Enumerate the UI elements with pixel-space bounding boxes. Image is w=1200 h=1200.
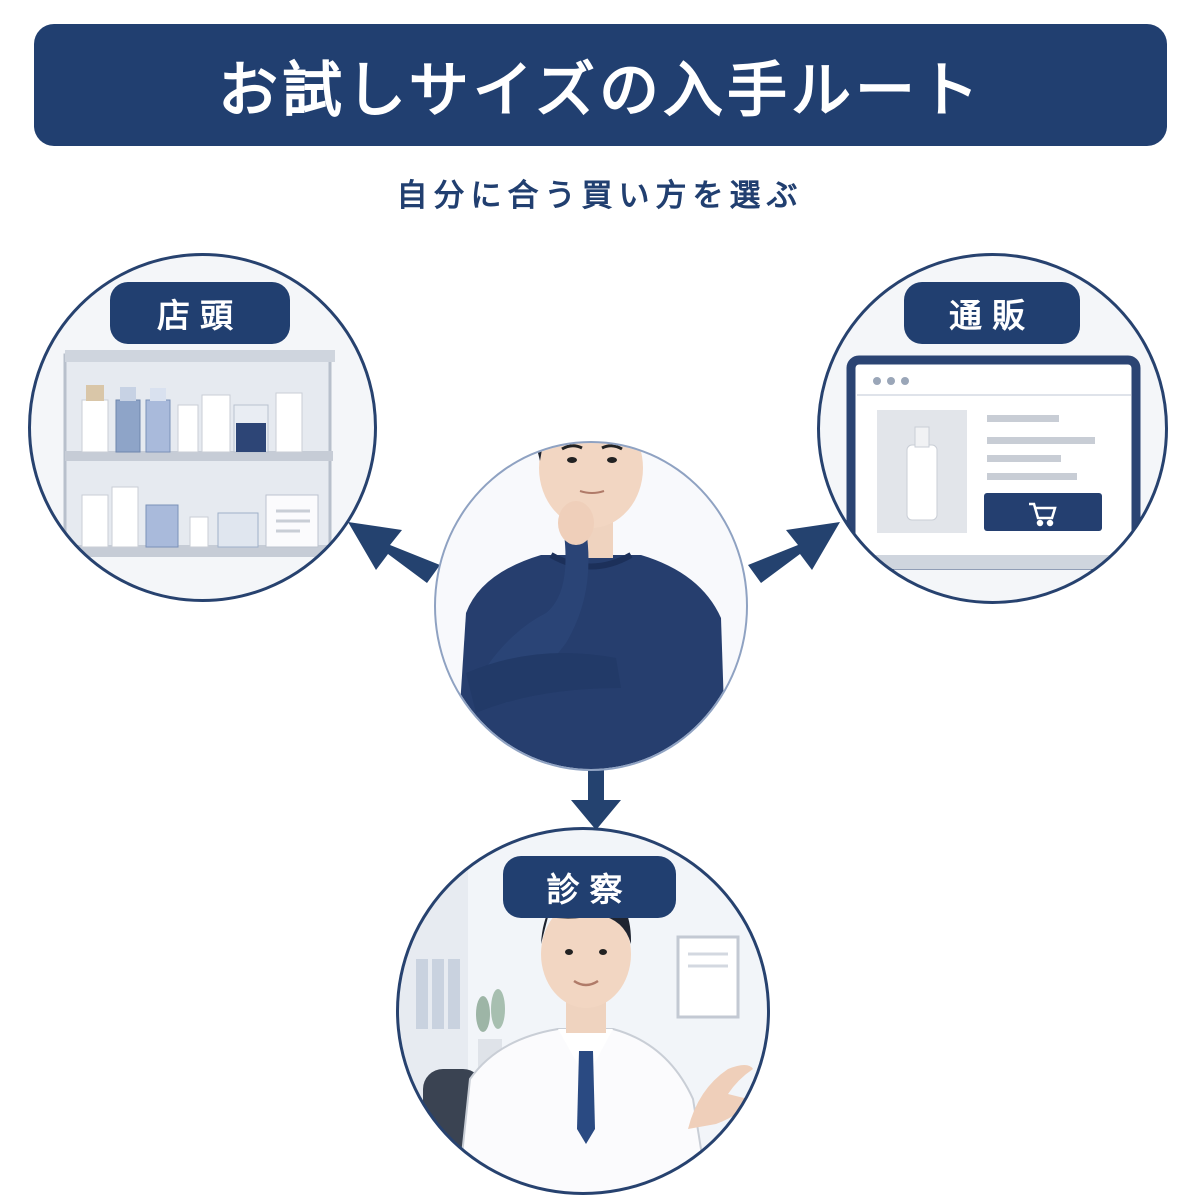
arrow-to-online bbox=[748, 522, 840, 583]
arrow-to-clinic bbox=[571, 770, 621, 830]
page-title: お試しサイズの入手ルート bbox=[218, 55, 983, 126]
title-banner: お試しサイズの入手ルート bbox=[34, 24, 1167, 146]
center-illustration bbox=[436, 443, 746, 769]
store-label: 店頭 bbox=[110, 282, 290, 344]
online-label: 通販 bbox=[904, 282, 1080, 344]
cart-icon bbox=[1029, 502, 1057, 527]
arrow-to-store bbox=[348, 522, 440, 583]
clinic-label: 診察 bbox=[503, 856, 676, 918]
page-subtitle: 自分に合う買い方を選ぶ bbox=[396, 178, 804, 214]
